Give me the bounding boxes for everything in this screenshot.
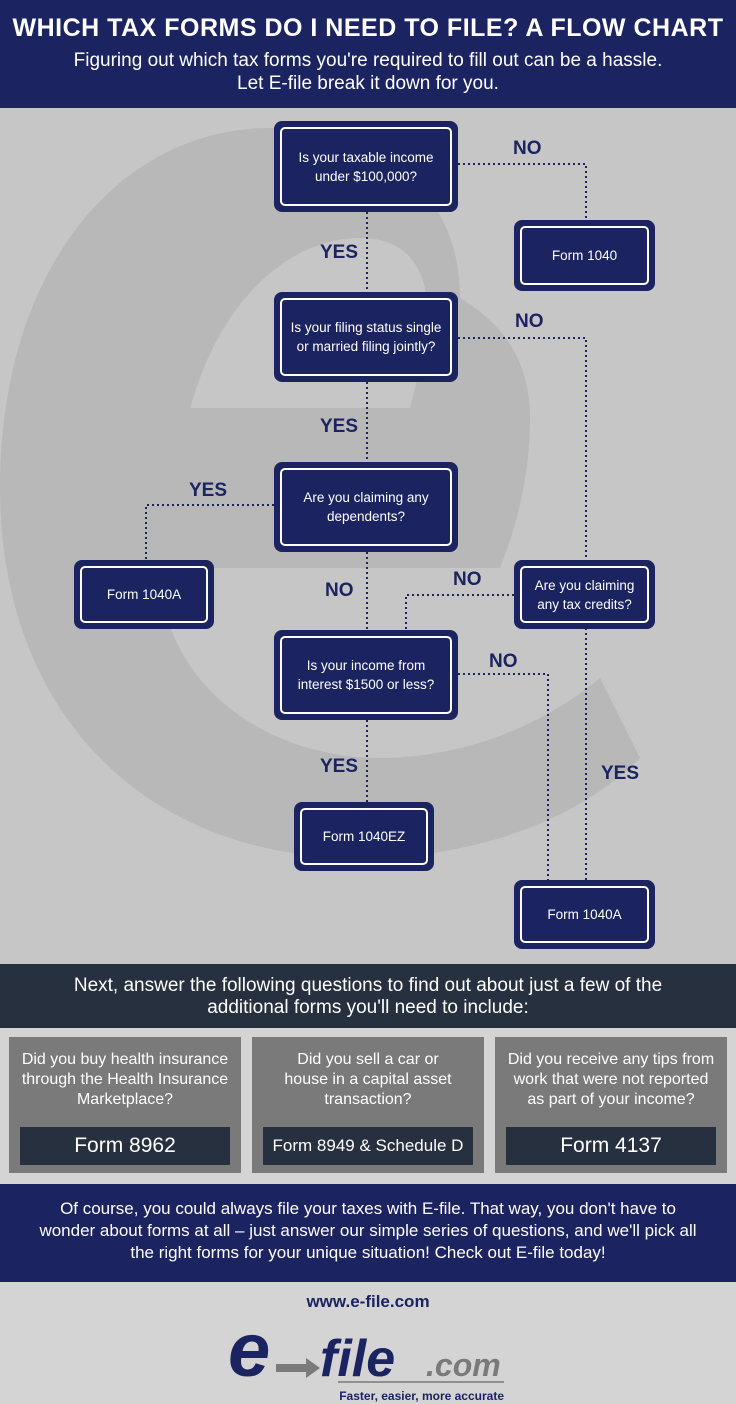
card-form-label: Form 8949 & Schedule D bbox=[263, 1127, 473, 1165]
card-tips: Did you receive any tips from work that … bbox=[495, 1037, 727, 1173]
question-interest-text: Is your income from interest $1500 or le… bbox=[280, 636, 452, 714]
card-capital-asset: Did you sell a car or house in a capital… bbox=[252, 1037, 484, 1173]
card-question: Did you sell a car or house in a capital… bbox=[284, 1051, 452, 1108]
label-no-filing: NO bbox=[515, 311, 544, 332]
logo-com: .com bbox=[426, 1347, 501, 1383]
form-1040-box: Form 1040 bbox=[514, 220, 655, 291]
page-title: WHICH TAX FORMS DO I NEED TO FILE? A FLO… bbox=[12, 14, 724, 42]
flow-chart: Is your taxable income under $100,000? F… bbox=[0, 108, 736, 964]
label-no-dependents: NO bbox=[325, 580, 354, 601]
question-income-text: Is your taxable income under $100,000? bbox=[280, 127, 452, 206]
card-form-label: Form 8962 bbox=[20, 1127, 230, 1165]
subtitle-line-2: Let E-file break it down for you. bbox=[237, 73, 499, 94]
label-yes-income: YES bbox=[320, 242, 359, 263]
connector-lines bbox=[145, 163, 587, 880]
header-banner: WHICH TAX FORMS DO I NEED TO FILE? A FLO… bbox=[0, 0, 736, 108]
logo-e: e bbox=[228, 1312, 270, 1393]
form-1040a-left-text: Form 1040A bbox=[80, 566, 208, 623]
form-1040a-bottom-box: Form 1040A bbox=[514, 880, 655, 949]
question-tax-credits-box: Are you claiming any tax credits? bbox=[514, 560, 655, 629]
card-form-label: Form 4137 bbox=[506, 1127, 716, 1165]
question-tax-credits-text: Are you claiming any tax credits? bbox=[520, 566, 649, 623]
form-1040ez-box: Form 1040EZ bbox=[294, 802, 434, 871]
form-1040a-left-box: Form 1040A bbox=[74, 560, 214, 629]
logo-arrow-icon bbox=[276, 1358, 320, 1378]
label-yes-dependents: YES bbox=[189, 480, 228, 501]
next-line-1: Next, answer the following questions to … bbox=[73, 975, 663, 996]
logo-file: file bbox=[320, 1330, 395, 1388]
question-filing-status-box: Is your filing status single or married … bbox=[274, 292, 458, 382]
form-1040-text: Form 1040 bbox=[520, 226, 649, 285]
card-question: Did you receive any tips from work that … bbox=[507, 1051, 715, 1108]
outro-text: Of course, you could always file your ta… bbox=[39, 1199, 697, 1262]
page-subtitle: Figuring out which tax forms you're requ… bbox=[0, 49, 736, 95]
label-yes-credits: YES bbox=[601, 763, 640, 784]
website-url[interactable]: www.e-file.com bbox=[306, 1292, 430, 1311]
label-yes-filing: YES bbox=[320, 416, 359, 437]
form-1040a-bottom-text: Form 1040A bbox=[520, 886, 649, 943]
question-dependents-text: Are you claiming any dependents? bbox=[280, 468, 452, 546]
question-filing-status-text: Is your filing status single or married … bbox=[280, 298, 452, 376]
logo-tagline: Faster, easier, more accurate bbox=[339, 1389, 504, 1403]
next-questions-banner: Next, answer the following questions to … bbox=[0, 964, 736, 1028]
card-health-insurance: Did you buy health insurance through the… bbox=[9, 1037, 241, 1173]
label-no-credits: NO bbox=[453, 569, 482, 590]
next-line-2: additional forms you'll need to include: bbox=[207, 997, 529, 1018]
outro-banner: Of course, you could always file your ta… bbox=[0, 1184, 736, 1282]
label-no-income: NO bbox=[513, 138, 542, 159]
footer: www.e-file.com e file .com Faster, easie… bbox=[0, 1282, 736, 1404]
question-interest-box: Is your income from interest $1500 or le… bbox=[274, 630, 458, 720]
label-yes-interest: YES bbox=[320, 756, 359, 777]
question-income-box: Is your taxable income under $100,000? bbox=[274, 121, 458, 212]
form-1040ez-text: Form 1040EZ bbox=[300, 808, 428, 865]
label-no-interest: NO bbox=[489, 651, 518, 672]
subtitle-line-1: Figuring out which tax forms you're requ… bbox=[73, 50, 663, 71]
efile-logo: e file .com Faster, easier, more accurat… bbox=[228, 1312, 504, 1403]
additional-forms-section: Did you buy health insurance through the… bbox=[0, 1028, 736, 1183]
card-question: Did you buy health insurance through the… bbox=[21, 1051, 229, 1108]
question-dependents-box: Are you claiming any dependents? bbox=[274, 462, 458, 552]
